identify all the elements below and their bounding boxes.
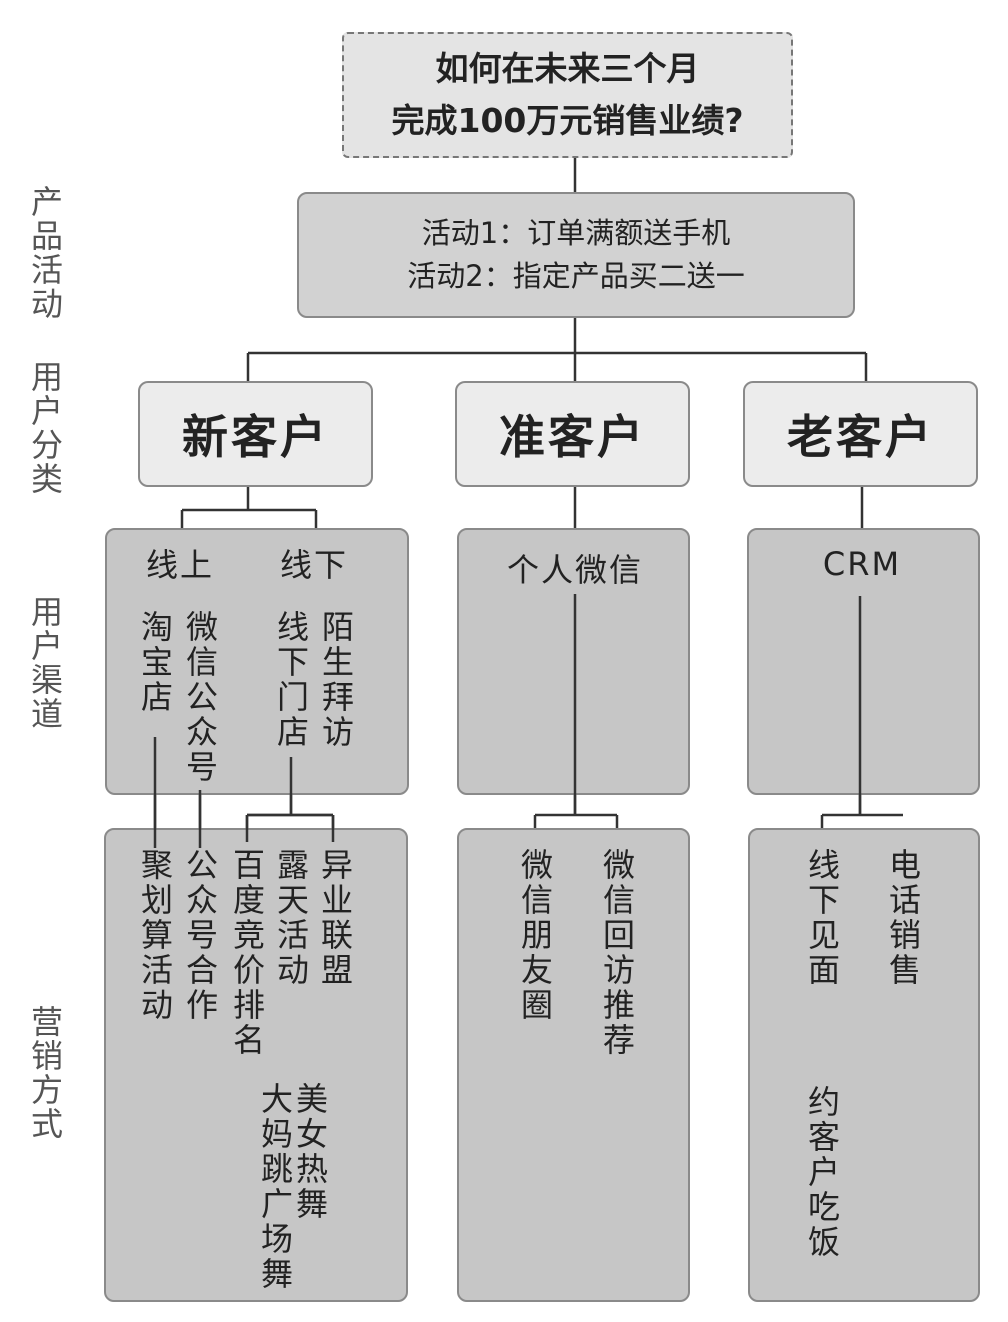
category-prospect-customer: 准客户	[455, 381, 690, 487]
side-label-product-activity: 产品活动	[26, 185, 64, 321]
marketing-wechat-followup: 微信回访推荐	[598, 848, 636, 1058]
marketing-dance-show: 美女热舞	[291, 1082, 329, 1222]
category-old-customer: 老客户	[743, 381, 978, 487]
marketing-dinner: 约客户吃饭	[803, 1085, 841, 1260]
channel-wechat-official: 微信公众号	[181, 610, 219, 785]
side-label-marketing-method: 营销方式	[26, 1005, 64, 1141]
marketing-official-coop: 公众号合作	[181, 848, 219, 1023]
activity-2: 活动2：指定产品买二送一	[407, 259, 745, 293]
channel-cold-visit: 陌生拜访	[317, 610, 355, 750]
activity-1: 活动1：订单满额送手机	[421, 216, 731, 250]
channel-personal-wechat: 个人微信	[506, 551, 644, 589]
channel-crm: CRM	[822, 545, 902, 583]
marketing-moments: 微信朋友圈	[516, 848, 554, 1023]
marketing-cross-alliance: 异业联盟	[316, 848, 354, 988]
channel-offline: 线下	[279, 546, 349, 584]
channel-offline-store: 线下门店	[272, 610, 310, 750]
marketing-box-prospect	[457, 828, 690, 1302]
goal-line-2: 完成100万元销售业绩?	[391, 101, 744, 140]
category-new-customer: 新客户	[138, 381, 373, 487]
marketing-square-dance: 大妈跳广场舞	[256, 1082, 294, 1292]
channel-box-prospect	[457, 528, 690, 795]
marketing-offline-meeting: 线下见面	[803, 848, 841, 988]
side-label-user-channel: 用户渠道	[26, 595, 64, 731]
channel-taobao: 淘宝店	[136, 610, 174, 715]
marketing-baidu-bidding: 百度竞价排名	[228, 848, 266, 1058]
channel-online: 线上	[145, 546, 215, 584]
side-label-user-category: 用户分类	[26, 360, 64, 496]
marketing-outdoor-event: 露天活动	[272, 848, 310, 988]
channel-box-old	[747, 528, 980, 795]
marketing-box-old	[748, 828, 980, 1302]
marketing-phone-sales: 电话销售	[884, 848, 922, 988]
goal-line-1: 如何在未来三个月	[435, 49, 700, 88]
marketing-box-new	[104, 828, 408, 1302]
goal-node: 如何在未来三个月 完成100万元销售业绩?	[342, 32, 793, 158]
marketing-juhuasuan: 聚划算活动	[136, 848, 174, 1023]
activities-node: 活动1：订单满额送手机 活动2：指定产品买二送一	[297, 192, 855, 318]
